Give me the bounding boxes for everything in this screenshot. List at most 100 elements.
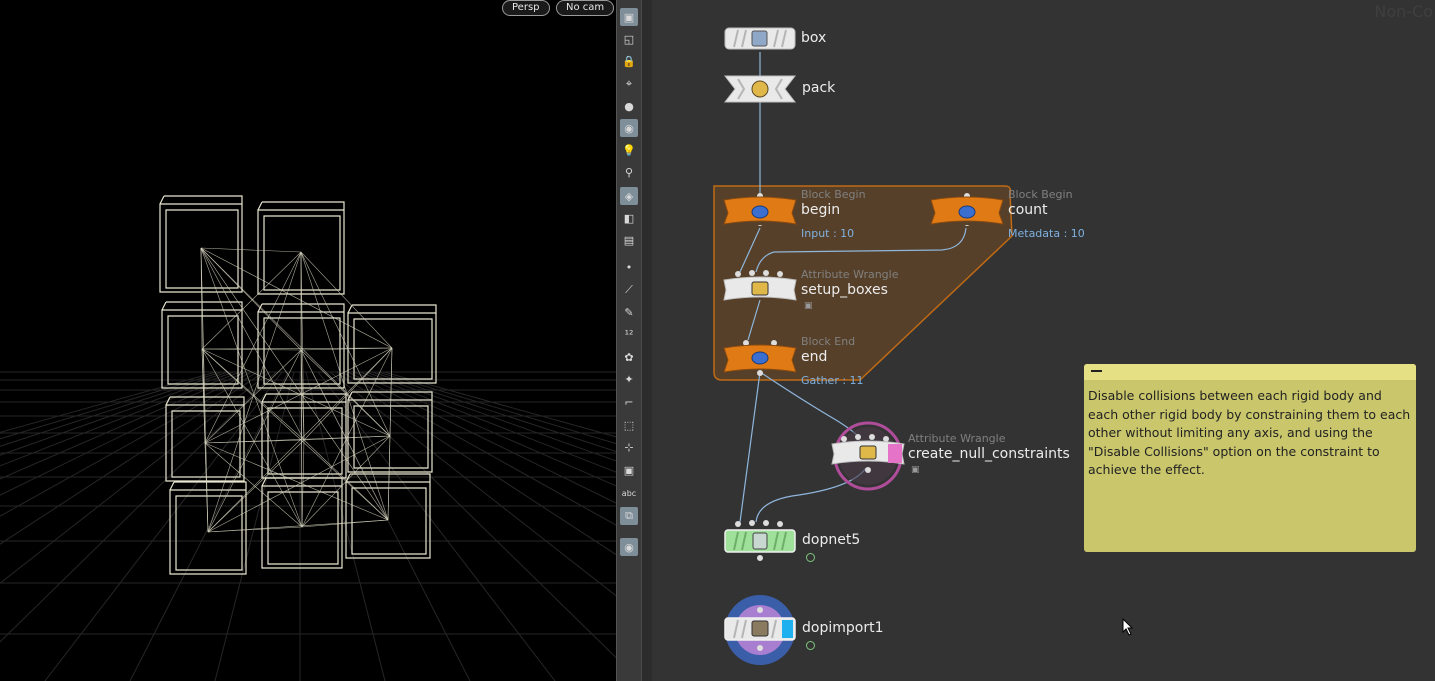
wire-count-setup — [755, 227, 967, 273]
node-setup-boxes[interactable] — [722, 268, 798, 304]
node-pack-name[interactable]: pack — [802, 80, 836, 96]
node-end-info: Gather : 11 — [801, 374, 864, 387]
camera-menu-button[interactable]: No cam — [556, 0, 615, 16]
grid-line — [0, 371, 259, 517]
perspective-menu-button[interactable]: Persp — [502, 0, 550, 16]
dopnet5-display-flag[interactable] — [806, 553, 815, 562]
grid-line — [347, 371, 616, 504]
grid-line — [377, 371, 616, 445]
grid-line — [0, 371, 265, 545]
grid-line — [359, 371, 616, 473]
node-setup-boxes-type: Attribute Wrangle — [801, 268, 899, 281]
abc-icon[interactable]: abc — [621, 488, 637, 498]
node-box[interactable] — [724, 26, 796, 52]
grid-icon[interactable]: ◧ — [623, 211, 635, 225]
node-count-info: Metadata : 10 — [1008, 227, 1085, 240]
number-icon[interactable]: ¹² — [624, 327, 634, 341]
grid-line — [0, 371, 271, 584]
node-cnc-type: Attribute Wrangle — [908, 432, 1006, 445]
pivot-icon[interactable]: ⊹ — [624, 440, 634, 454]
node-wires — [713, 52, 1013, 523]
grid-line — [335, 371, 616, 556]
grid-line — [0, 371, 247, 480]
corner-icon[interactable]: ⌐ — [624, 395, 634, 409]
wire-end-dopnet — [739, 371, 761, 523]
node-dopnet5[interactable] — [722, 518, 798, 562]
marker-icon[interactable]: ◉ — [620, 538, 638, 556]
sticky-note-text[interactable]: Disable collisions between each rigid bo… — [1088, 388, 1411, 477]
wireframe-cube — [257, 201, 345, 295]
cnc-lock-icon: ▣ — [911, 465, 920, 475]
camera-icon[interactable]: ⚲ — [624, 165, 634, 179]
handle-icon[interactable]: ◉ — [620, 119, 638, 137]
scene-viewport[interactable]: Persp No cam — [0, 0, 616, 681]
node-box-name[interactable]: box — [801, 30, 827, 46]
node-count-name[interactable]: count — [1008, 202, 1048, 218]
node-pack[interactable] — [724, 74, 796, 104]
viewport-toolbar: ▣ ◱ 🔒 ⌖ ● ◉ 💡 ⚲ ◈ ◧ ▤ • ⟋ ✎ ¹² ✿ ✦ ⌐ ⬚ ⊹ ▣ abc ⧉ ◉ — [616, 0, 641, 681]
grid-line — [0, 371, 253, 496]
wireframe-cube — [159, 195, 243, 293]
wire-begin-setup — [739, 227, 761, 273]
node-cnc-name[interactable]: create_null_constraints — [908, 446, 1070, 462]
node-setup-boxes-name[interactable]: setup_boxes — [801, 282, 888, 298]
grid-line — [0, 371, 223, 440]
grid-line — [365, 371, 616, 462]
network-editor[interactable]: Non-Co box pack Block B — [652, 0, 1435, 681]
wireframe-cube — [347, 304, 437, 384]
grid-line — [0, 371, 277, 643]
node-begin-name[interactable]: begin — [801, 202, 841, 218]
sticky-note[interactable]: Disable collisions between each rigid bo… — [1084, 364, 1416, 552]
grid-line — [371, 371, 616, 453]
group-icon[interactable]: ▤ — [623, 233, 635, 247]
node-begin-type: Block Begin — [801, 188, 866, 201]
pin-icon[interactable]: ⌖ — [625, 77, 633, 90]
constraint-lines — [200, 247, 393, 533]
node-create-null-constraints[interactable] — [830, 420, 906, 492]
sphere-icon[interactable]: ● — [624, 99, 634, 113]
sticky-note-header[interactable] — [1084, 364, 1416, 380]
node-count[interactable] — [929, 192, 1005, 226]
dopimport1-display-flag[interactable] — [806, 641, 815, 650]
grid-line — [214, 371, 295, 681]
node-end-name[interactable]: end — [801, 349, 828, 365]
grid-line — [0, 371, 235, 456]
wireframe-cube — [161, 301, 243, 389]
node-count-type: Block Begin — [1008, 188, 1073, 201]
lock-icon[interactable]: 🔒 — [622, 54, 636, 68]
stamp-icon[interactable]: ✦ — [624, 372, 634, 386]
grid-line — [329, 371, 616, 597]
light-icon[interactable]: 💡 — [622, 143, 636, 157]
grid-line — [341, 371, 616, 526]
frame-icon[interactable]: ▣ — [623, 463, 635, 477]
node-begin-info: Input : 10 — [801, 227, 855, 240]
grid-line — [353, 371, 616, 487]
setup-boxes-lock-icon: ▣ — [804, 301, 813, 311]
block-region — [713, 185, 1013, 381]
point-icon[interactable]: • — [625, 260, 633, 274]
grid-line — [0, 371, 241, 467]
node-end-type: Block End — [801, 335, 856, 348]
node-dopimport1-name[interactable]: dopimport1 — [802, 620, 884, 636]
brush-icon[interactable]: ⟋ — [625, 283, 633, 296]
node-dopnet5-name[interactable]: dopnet5 — [802, 532, 861, 548]
wireframe-cube — [345, 473, 431, 559]
view-icon[interactable]: ◱ — [623, 32, 635, 46]
bbox-icon[interactable]: ⬚ — [623, 418, 635, 432]
snap-icon[interactable]: ◈ — [620, 187, 638, 205]
node-dopimport1[interactable] — [722, 594, 798, 666]
node-begin[interactable] — [722, 192, 798, 226]
display-icon[interactable]: ⧉ — [620, 507, 638, 525]
select-icon[interactable]: ▣ — [620, 8, 638, 26]
paint-icon[interactable]: ✿ — [624, 350, 634, 364]
grid-line — [317, 371, 556, 681]
grid-line — [0, 371, 229, 447]
grid-line — [44, 371, 283, 681]
viewport-canvas[interactable] — [0, 0, 616, 681]
grid-line — [0, 371, 217, 433]
collapse-icon[interactable] — [1091, 370, 1102, 372]
edit-icon[interactable]: ✎ — [624, 305, 634, 319]
node-end[interactable] — [722, 338, 798, 376]
wireframe-cube — [165, 396, 245, 482]
mouse-cursor-icon — [1122, 618, 1134, 636]
